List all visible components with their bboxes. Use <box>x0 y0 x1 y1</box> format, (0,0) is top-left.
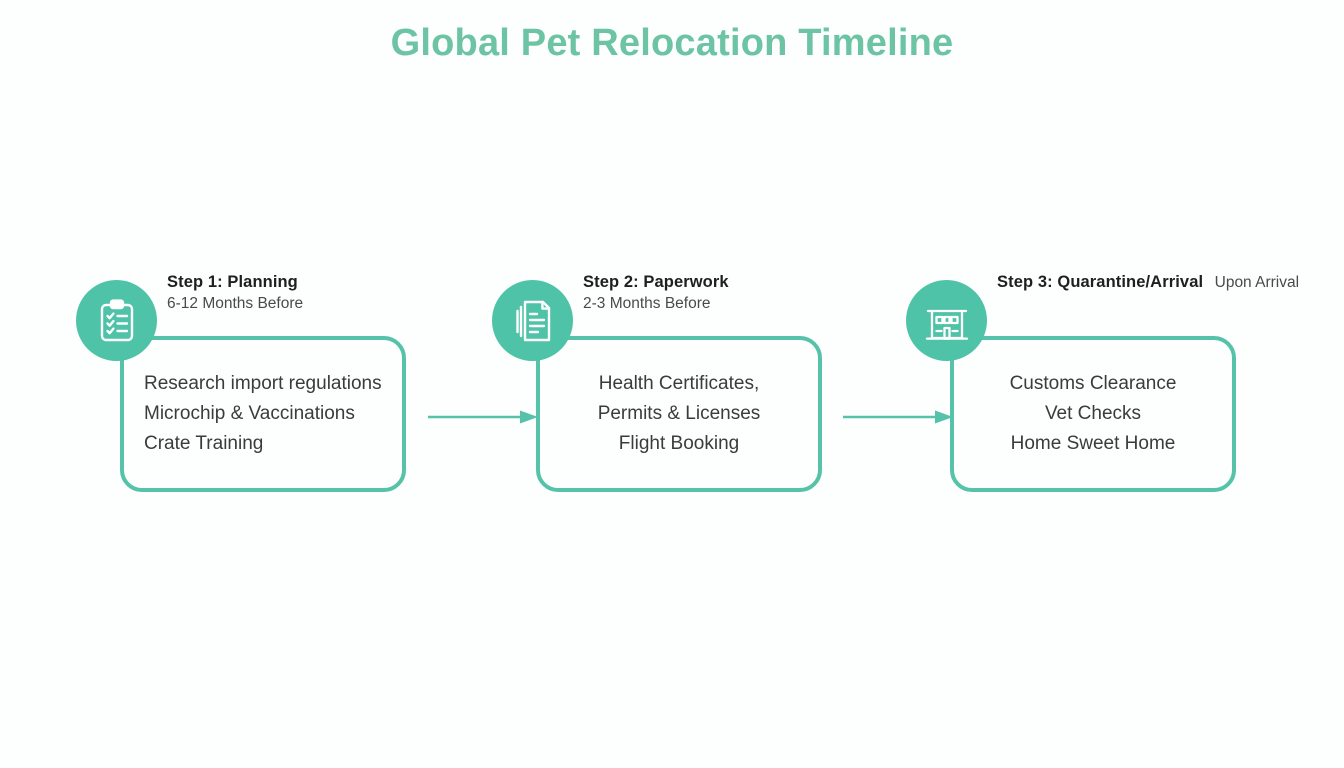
list-item: Customs Clearance <box>1009 373 1177 394</box>
process-step-1[interactable]: Step 1: Planning 6-12 Months Before Rese… <box>70 262 440 512</box>
step-2-title: Step 2: Paperwork <box>583 273 729 291</box>
step-3-title: Step 3: Quarantine/Arrival <box>997 273 1204 291</box>
step-3-icon-badge <box>906 280 987 361</box>
list-item: Microchip & Vaccinations <box>144 403 355 424</box>
step-1-item-list: Research import regulations Microchip & … <box>124 340 402 488</box>
process-step-2[interactable]: Step 2: Paperwork 2-3 Months Before Heal… <box>486 262 856 512</box>
arrow-step2-to-step3 <box>843 407 955 427</box>
clipboard-checklist-icon <box>97 298 137 343</box>
step-2-icon-badge <box>492 280 573 361</box>
list-item: Home Sweet Home <box>1010 433 1176 454</box>
arrow-step1-to-step2 <box>428 407 540 427</box>
clinic-building-icon <box>925 300 969 342</box>
list-item: Research import regulations <box>144 373 382 394</box>
step-3-heading: Step 3: Quarantine/Arrival Upon Arrival <box>997 272 1327 294</box>
process-step-3[interactable]: Step 3: Quarantine/Arrival Upon Arrival … <box>900 262 1300 512</box>
step-2-content-box[interactable]: Health Certificates, Permits & Licenses … <box>536 336 822 492</box>
step-3-content-box[interactable]: Customs Clearance Vet Checks Home Sweet … <box>950 336 1236 492</box>
step-1-subtitle: 6-12 Months Before <box>167 295 304 312</box>
list-item: Vet Checks <box>1044 403 1142 424</box>
step-3-subtitle: Upon Arrival <box>1214 274 1300 291</box>
list-item: Crate Training <box>144 433 264 454</box>
step-3-item-list: Customs Clearance Vet Checks Home Sweet … <box>954 340 1232 488</box>
step-1-icon-badge <box>76 280 157 361</box>
step-2-item-list: Health Certificates, Permits & Licenses … <box>540 340 818 488</box>
page-title: Global Pet Relocation Timeline <box>390 22 954 64</box>
step-2-subtitle: 2-3 Months Before <box>583 295 711 312</box>
step-1-heading: Step 1: Planning 6-12 Months Before <box>167 272 497 315</box>
list-item: Permits & Licenses <box>597 403 761 424</box>
step-1-content-box[interactable]: Research import regulations Microchip & … <box>120 336 406 492</box>
list-item: Health Certificates, <box>598 373 760 394</box>
document-pages-icon <box>512 299 554 343</box>
list-item: Flight Booking <box>618 433 740 454</box>
step-1-title: Step 1: Planning <box>167 273 298 291</box>
step-2-heading: Step 2: Paperwork 2-3 Months Before <box>583 272 913 315</box>
